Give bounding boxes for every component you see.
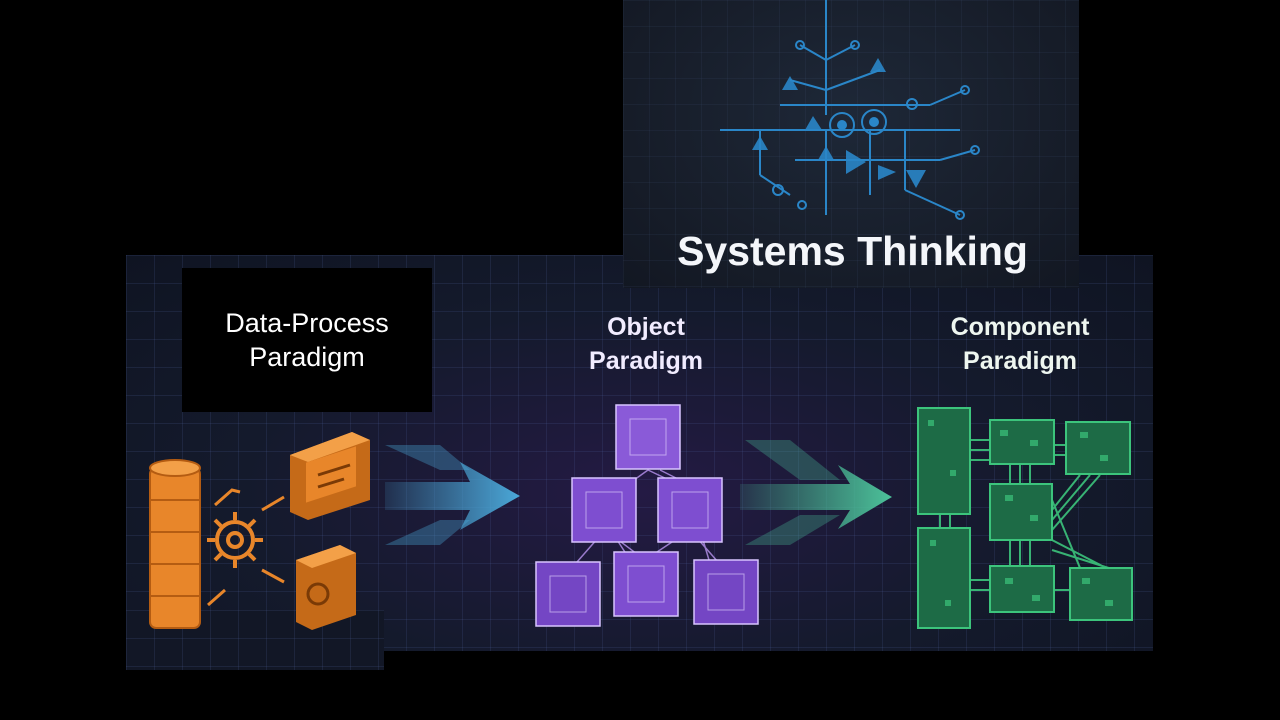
component-line-1: Component [905,310,1135,344]
object-paradigm-label: Object Paradigm [556,310,736,378]
component-line-2: Paradigm [905,344,1135,378]
circuit-board-icon [918,408,1132,628]
transition-arrow-1 [385,445,520,545]
object-line-2: Paradigm [556,344,736,378]
systems-thinking-title: Systems Thinking [640,228,1065,274]
object-line-1: Object [556,310,736,344]
document-box-icon [290,432,370,520]
data-process-paradigm-label: Data-Process Paradigm [182,306,432,374]
gear-icon [207,512,263,568]
component-paradigm-label: Component Paradigm [905,310,1135,378]
systems-thinking-text: Systems Thinking [640,228,1065,274]
data-process-line-1: Data-Process [182,306,432,340]
circuit-tree-icon [720,0,979,219]
processor-box-icon [296,545,356,630]
data-process-line-2: Paradigm [182,340,432,374]
transition-arrow-2 [740,440,892,545]
cube-network-icon [536,405,758,626]
database-icon [150,460,200,628]
